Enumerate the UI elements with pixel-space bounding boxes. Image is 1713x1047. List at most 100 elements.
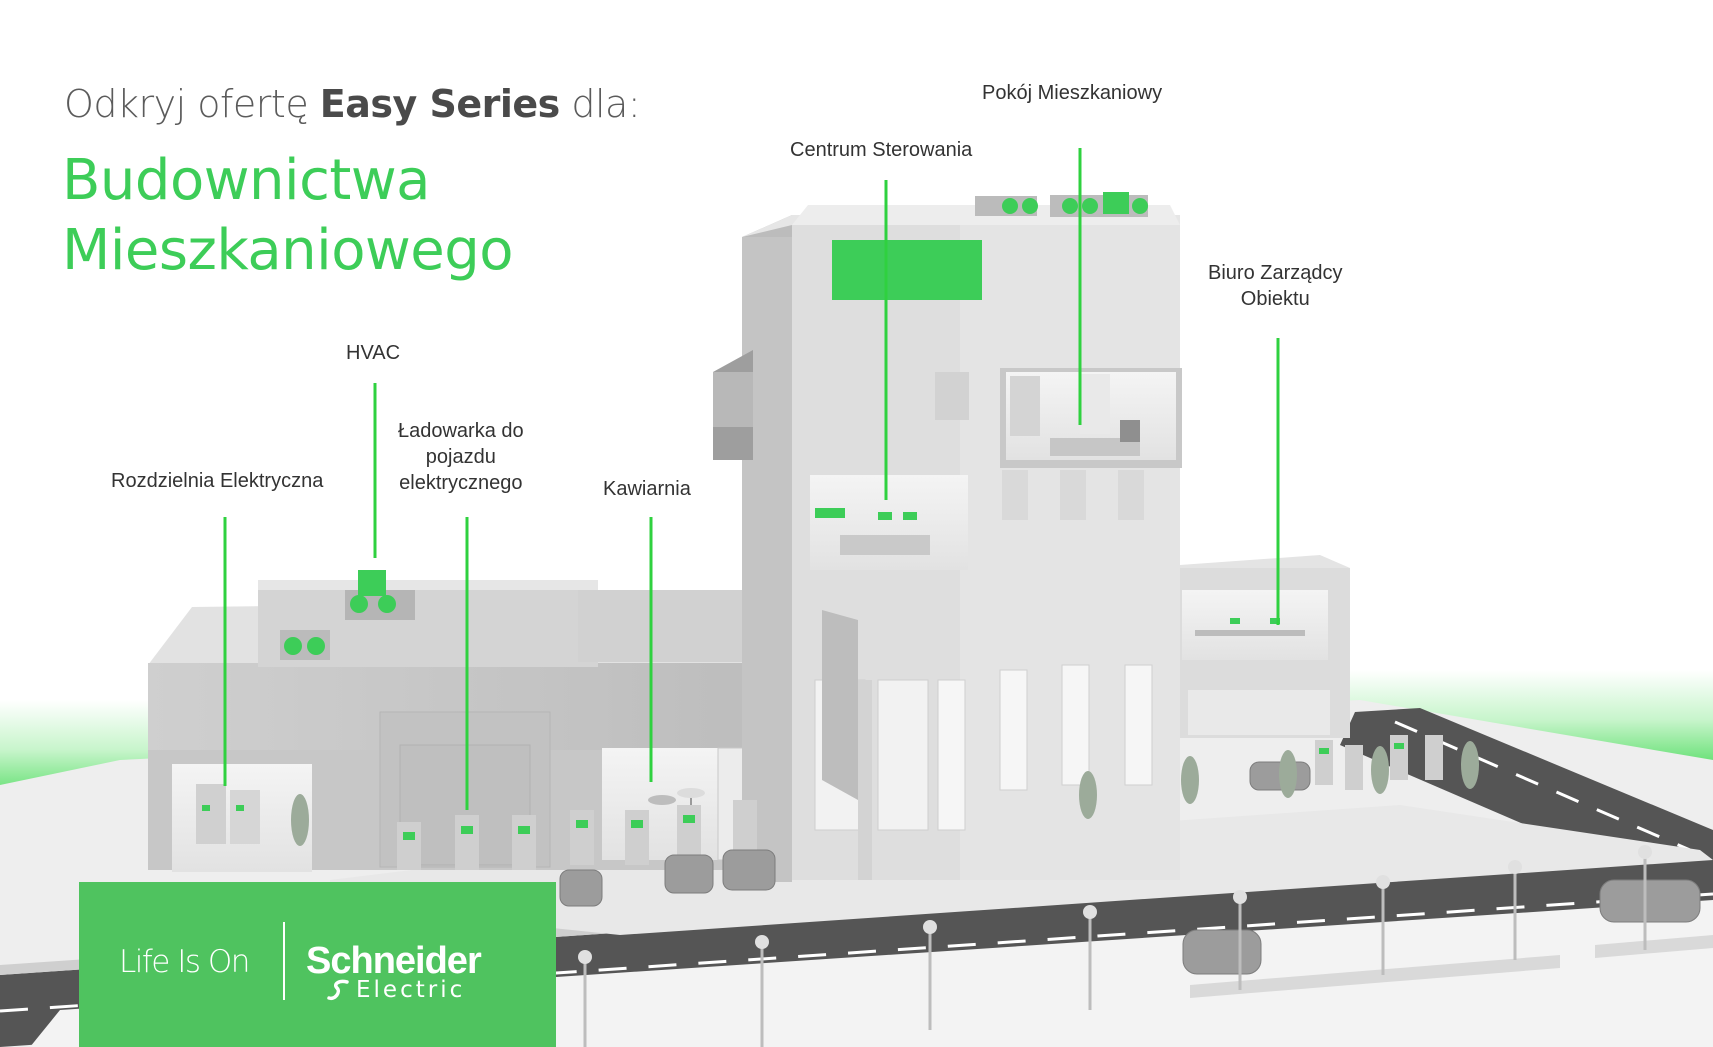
- left-raised-block-top: [258, 580, 598, 590]
- rooftop-fan-2: [1022, 198, 1038, 214]
- tower-window-3: [937, 679, 966, 831]
- callout-biuro-zarzadcy[interactable]: Biuro Zarządcy Obiektu: [1208, 260, 1343, 312]
- lamp-head-2: [755, 935, 769, 949]
- car-2: [664, 854, 714, 894]
- lamp-head-8: [1638, 845, 1652, 859]
- ev-charger-screen-8: [1394, 743, 1404, 749]
- lamp-head-3: [923, 920, 937, 934]
- rooftop-fan-5: [1132, 198, 1148, 214]
- residential-window-blinds: [1010, 376, 1040, 436]
- ev-charger-screen-6: [683, 815, 695, 823]
- tower-balcony-glass: [713, 372, 753, 427]
- ev-charger-screen-7: [1319, 748, 1329, 754]
- brand-wordmark: Schneider: [306, 940, 482, 982]
- ev-charger-screen-2: [461, 826, 473, 834]
- intro-brand-series: Easy Series: [319, 82, 561, 126]
- trees: [291, 741, 1479, 846]
- control-centre-room: [810, 475, 968, 570]
- ev-charger-10: [1390, 735, 1408, 780]
- ev-charger-2: [455, 815, 479, 870]
- callout-hvac[interactable]: HVAC: [346, 340, 400, 366]
- ev-charger-11: [1425, 735, 1443, 780]
- callout-rozdzielnia[interactable]: Rozdzielnia Elektryczna: [111, 468, 323, 494]
- office-ground-floor: [1188, 690, 1330, 735]
- tower-window-row-3: [1118, 470, 1144, 520]
- tower-small-window: [935, 372, 969, 420]
- tree-3: [1181, 756, 1199, 804]
- tree-4: [1279, 750, 1297, 798]
- page-title: Budownictwa Mieszkaniowego: [62, 146, 514, 286]
- ev-charger-9: [1345, 745, 1363, 790]
- tower-window-row-2: [1060, 470, 1086, 520]
- callout-centrum-label: Centrum Sterowania: [790, 139, 973, 161]
- ev-charger-1: [397, 822, 421, 870]
- car-4: [1182, 929, 1262, 975]
- tower-window-2: [877, 679, 929, 831]
- brand-divider: [283, 922, 285, 1000]
- brand-tagline: Life Is On: [119, 944, 250, 980]
- ev-charger-3: [512, 815, 536, 870]
- intro-text: Odkryj ofertę Easy Series dla:: [64, 82, 641, 126]
- hvac-fan-1: [284, 637, 302, 655]
- rooftop-green-box: [1103, 192, 1129, 214]
- side-road-markings: [1394, 720, 1691, 852]
- switchgear-cabinet-2: [230, 790, 260, 844]
- callout-biuro-label-1: Biuro Zarządcy: [1208, 262, 1343, 284]
- hvac-fan-3: [350, 595, 368, 613]
- callout-ladowarka[interactable]: Ładowarka do pojazdu elektrycznego: [398, 418, 524, 496]
- lamp-head-5: [1233, 890, 1247, 904]
- tower-shade: [742, 237, 792, 882]
- intro-prefix: Odkryj ofertę: [64, 82, 320, 126]
- ev-charger-screen-3: [518, 826, 530, 834]
- ev-charger-5: [625, 810, 649, 865]
- ev-charger-screen-4: [576, 820, 588, 828]
- car-5: [1599, 879, 1701, 923]
- intro-suffix: dla:: [559, 82, 641, 126]
- brand-subwordmark: Electric: [356, 977, 466, 1003]
- hvac-unit-body: [358, 570, 386, 596]
- callout-pokoj-label: Pokój Mieszkaniowy: [982, 82, 1163, 104]
- parking-island-2: [1595, 935, 1713, 958]
- rooftop-fan-3: [1062, 198, 1078, 214]
- mid-raised-block: [578, 590, 753, 662]
- callout-kawiarnia[interactable]: Kawiarnia: [603, 476, 691, 502]
- ev-charger-group: [397, 735, 1443, 870]
- tree-2: [1079, 771, 1097, 819]
- lamp-head-4: [1083, 905, 1097, 919]
- hvac-fan-2: [307, 637, 325, 655]
- car-1: [559, 869, 603, 907]
- control-screen-3: [903, 512, 917, 520]
- ev-charger-screen-1: [403, 832, 415, 840]
- office-screen-2: [1270, 618, 1280, 624]
- callout-ladowarka-label-3: elektrycznego: [399, 472, 523, 494]
- residential-bed: [1050, 438, 1140, 456]
- callout-centrum-sterowania[interactable]: Centrum Sterowania: [790, 137, 972, 163]
- control-desk: [840, 535, 930, 555]
- road-markings: [0, 892, 1713, 1013]
- rooftop-fan-1: [1002, 198, 1018, 214]
- cars: [559, 761, 1701, 975]
- ev-charger-7: [733, 800, 757, 855]
- office-room: [1182, 590, 1328, 660]
- cafe-table: [648, 795, 676, 805]
- control-screen-2: [878, 512, 892, 520]
- cafe-umbrella-top: [677, 788, 705, 798]
- lamp-posts: [583, 855, 1647, 1047]
- lamp-head-6: [1376, 875, 1390, 889]
- tree-1: [291, 794, 309, 846]
- lamp-head-1: [578, 950, 592, 964]
- page-title-line-2: Mieszkaniowego: [62, 218, 514, 283]
- callout-pokoj-mieszkaniowy[interactable]: Pokój Mieszkaniowy: [982, 80, 1162, 106]
- lamp-head-7: [1508, 860, 1522, 874]
- residential-bed-head: [1120, 420, 1140, 442]
- tower-window-6: [1124, 664, 1153, 786]
- ev-charger-screen-5: [631, 820, 643, 828]
- tree-6: [1461, 741, 1479, 789]
- page-title-line-1: Budownictwa: [62, 148, 430, 213]
- ev-charger-screens: [403, 743, 1404, 840]
- ev-charger-6: [677, 805, 701, 860]
- callout-ladowarka-label-1: Ładowarka do: [398, 420, 524, 442]
- callout-lines: [223, 148, 1280, 810]
- callout-kawiarnia-label: Kawiarnia: [603, 478, 691, 500]
- callout-hvac-label: HVAC: [346, 342, 401, 364]
